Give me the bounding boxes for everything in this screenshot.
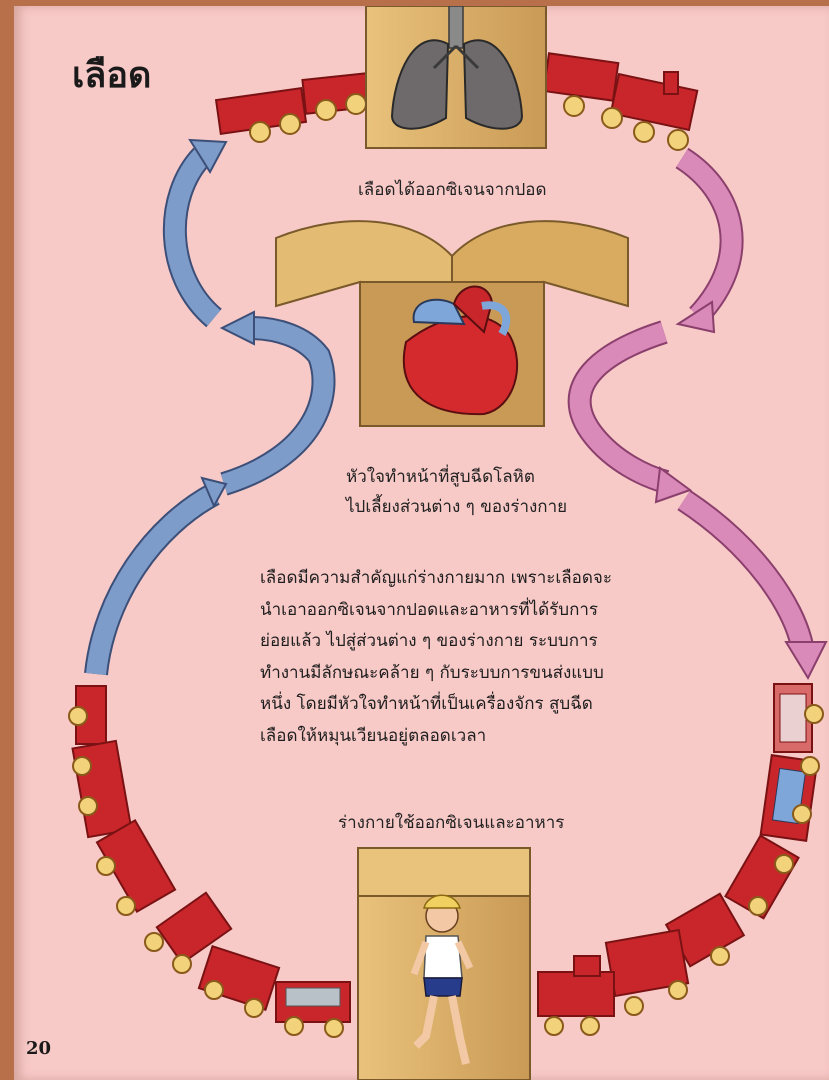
heart-icon [403,285,519,416]
heart-caption-line-1: หัวใจทำหน้าที่สูบฉีดโลหิต [346,467,535,487]
book-page: เลือด เลือดได้ออกซิเจนจากปอด หัวใจทำหน้า… [14,6,829,1080]
body-caption: ร่างกายใช้ออกซิเจนและอาหาร [338,813,565,833]
blue-arrow-upper [162,138,228,328]
pink-arrow-middle [567,320,693,504]
paragraph-line: เลือดให้หมุนเวียนอยู่ตลอดเวลา [260,725,487,746]
page-title: เลือด [72,55,152,96]
train-bottom-right [537,683,824,1036]
page-number: 20 [26,1038,52,1059]
lungs-caption: เลือดได้ออกซิเจนจากปอด [358,180,547,200]
body-box [357,847,531,1080]
paragraph-line: หนึ่ง โดยมีหัวใจทำหน้าที่เป็นเครื่องจักร… [260,694,593,714]
paragraph-line: ย่อยแล้ว ไปสู่ส่วนต่าง ๆ ของร่างกาย ระบบ… [260,631,598,651]
train-top-right [542,52,699,151]
running-child-icon [410,894,474,1065]
heart-caption: หัวใจทำหน้าที่สูบฉีดโลหิต ไปเลี้ยงส่วนต่… [346,462,567,522]
train-bottom-left [68,685,351,1038]
blue-arrow-middle [219,310,336,496]
train-top-left [214,71,381,143]
main-paragraph: เลือดมีความสำคัญแก่ร่างกายมาก เพราะเลือด… [260,563,680,752]
paragraph-line: ทำงานมีลักษณะคล้าย ๆ กับระบบการขนส่งแบบ [260,662,604,683]
paragraph-line: เลือดมีความสำคัญแก่ร่างกายมาก เพราะเลือด… [260,568,613,588]
pink-arrow-upper [675,147,744,334]
heart-caption-line-2: ไปเลี้ยงส่วนต่าง ๆ ของร่างกาย [346,497,568,517]
lungs-box [365,6,547,149]
circulation-illustration [68,6,828,1080]
paragraph-line: นำเอาออกซิเจนจากปอดและอาหารที่ได้รับการ [260,599,599,620]
heart-box [275,220,629,427]
blue-arrow-lower [84,476,228,676]
lungs-icon [390,6,524,130]
pink-arrow-lower [677,489,828,681]
